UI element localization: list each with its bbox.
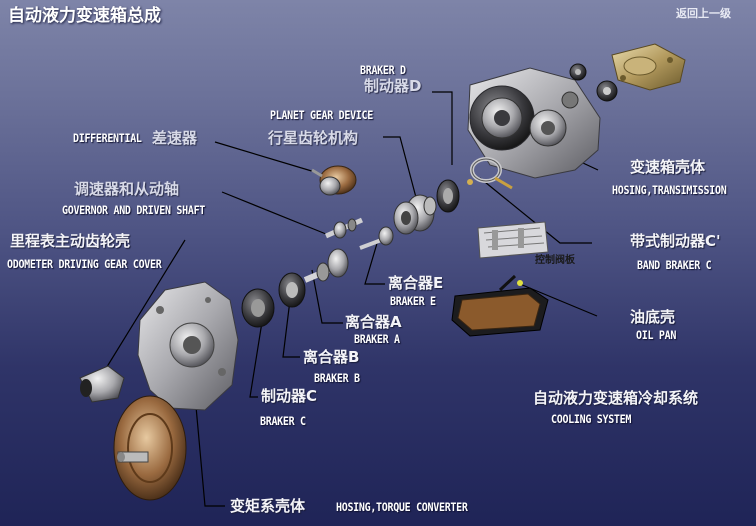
clutch-a-cn-label: 离合器A <box>345 313 402 331</box>
oil-pan-cn-label: 油底壳 <box>630 308 676 326</box>
differential-cn-label: 差速器 <box>152 129 198 147</box>
clutch-b-en-label: BRAKER B <box>314 372 360 386</box>
back-link[interactable]: 返回上一级 <box>676 7 731 20</box>
governor-shaft-part <box>324 217 364 239</box>
braker-d-en-label: BRAKER D <box>360 64 406 78</box>
planet-gear-cn-label: 行星齿轮机构 <box>268 129 359 147</box>
braker-c-part <box>241 288 275 328</box>
clutch-b-cn-label: 离合器B <box>303 348 360 366</box>
oil-pan-en-label: OIL PAN <box>636 329 677 343</box>
transmission-housing-part <box>467 67 601 179</box>
band-braker-cn-label: 带式制动器C' <box>630 232 721 250</box>
band-braker-en-label: BAND BRAKER C <box>637 259 712 273</box>
odometer-cn-label: 里程表主动齿轮壳 <box>10 232 131 250</box>
clutch-e-en-label: BRAKER E <box>390 295 436 309</box>
differential-en-label: DIFFERENTIAL <box>73 132 142 146</box>
side-cover-part <box>611 43 686 91</box>
braker-c-cn-label: 制动器C <box>261 387 318 405</box>
clutch-a-en-label: BRAKER A <box>354 333 400 347</box>
planet-gear-en-label: PLANET GEAR DEVICE <box>270 109 373 123</box>
valve-body-cn-label: 控制阀板 <box>535 255 575 266</box>
band-braker-part <box>467 157 513 190</box>
braker-c-en-label: BRAKER C <box>260 415 306 429</box>
differential-part <box>311 165 357 196</box>
torque-housing-en-label: HOSING,TORQUE CONVERTER <box>336 501 468 515</box>
braker-d-part <box>436 179 460 213</box>
cooling-system-cn-label: 自动液力变速箱冷却系统 <box>533 389 699 407</box>
clutch-b-part <box>278 272 306 308</box>
page-title: 自动液力变速箱总成 <box>8 6 161 26</box>
cooling-system-en-label: COOLING SYSTEM <box>551 413 632 427</box>
transmission-housing-cn-label: 变速箱壳体 <box>630 158 706 176</box>
governor-en-label: GOVERNOR AND DRIVEN SHAFT <box>62 204 206 218</box>
valve-body-part <box>477 221 549 259</box>
torque-converter-part <box>113 395 187 501</box>
torque-housing-cn-label: 变矩系壳体 <box>230 497 306 515</box>
odometer-cover-part <box>79 365 125 403</box>
clutch-e-part <box>359 226 394 250</box>
braker-d-cn-label: 制动器D <box>364 77 422 95</box>
governor-cn-label: 调速器和从动轴 <box>74 180 180 198</box>
transmission-housing-en-label: HOSING,TRANSIMISSION <box>612 184 727 198</box>
odometer-en-label: ODOMETER DRIVING GEAR COVER <box>7 258 162 272</box>
oil-pan-part <box>451 274 549 337</box>
clutch-a-part <box>303 248 349 283</box>
clutch-e-cn-label: 离合器E <box>388 274 444 292</box>
torque-converter-housing-part <box>137 281 239 411</box>
